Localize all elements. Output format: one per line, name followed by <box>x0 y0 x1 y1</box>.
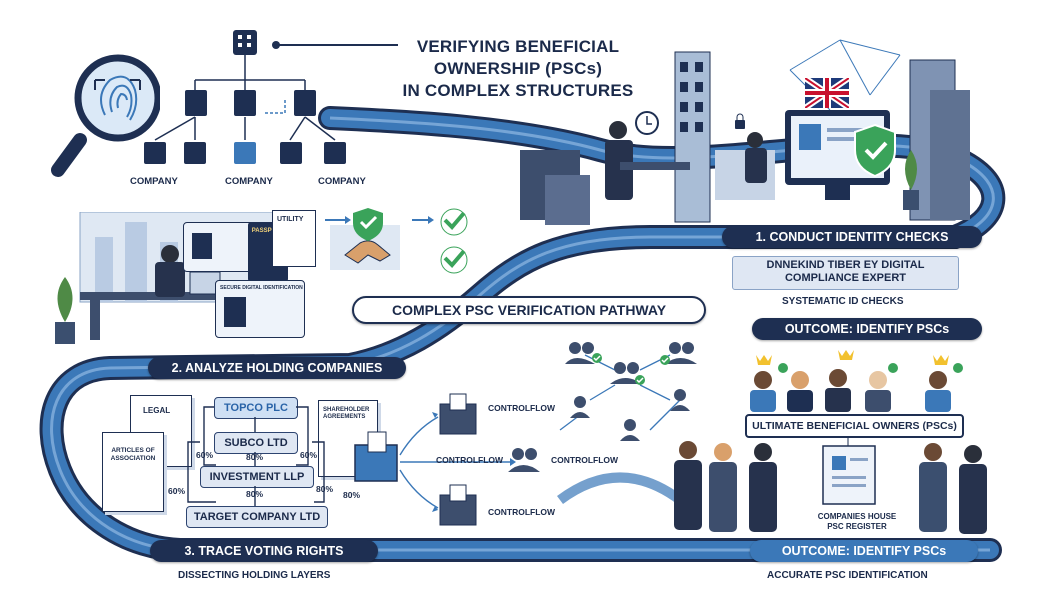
pathway-banner-label: COMPLEX PSC VERIFICATION PATHWAY <box>391 302 667 318</box>
ballot-flow-graphic <box>354 393 516 526</box>
title-connector-line <box>272 41 398 49</box>
step-1-subcaption: SYSTEMATIC ID CHECKS <box>782 296 904 307</box>
outcome-bottom-label: OUTCOME: IDENTIFY PSCs <box>781 544 947 558</box>
topco-box: TOPCO PLC <box>214 397 298 419</box>
expert-caption-box: DNNEKIND TIBER EY DIGITAL COMPLIANCE EXP… <box>732 256 959 290</box>
ubo-label-box: ULTIMATE BENEFICIAL OWNERS (PSCs) <box>745 414 964 438</box>
ubo-group-graphic <box>750 350 963 412</box>
step-1-pill: 1. CONDUCT IDENTITY CHECKS <box>722 226 982 248</box>
company-label-3: COMPANY <box>318 176 366 187</box>
controlflow-label-4: CONTROLFLOW <box>488 507 556 517</box>
infographic-title: VERIFYING BENEFICIAL OWNERSHIP (PSCs) IN… <box>398 36 638 102</box>
step-1-label: 1. CONDUCT IDENTITY CHECKS <box>755 230 949 244</box>
step-3-pill: 3. TRACE VOTING RIGHTS <box>150 540 378 562</box>
company-label-2: COMPANY <box>225 176 273 187</box>
shield-check-icon <box>854 123 896 178</box>
ballot-box-icon <box>354 431 398 482</box>
psc-register-line-2: PSC REGISTER <box>827 522 887 531</box>
target-label: TARGET COMPANY LTD <box>193 511 321 523</box>
step-2-label: 2. ANALYZE HOLDING COMPANIES <box>171 361 383 375</box>
building-icon <box>233 30 257 55</box>
outcome-bottom-pill: OUTCOME: IDENTIFY PSCs <box>750 540 978 562</box>
outcome-top-label: OUTCOME: IDENTIFY PSCs <box>784 322 950 336</box>
utility-bill-document: UTILITY <box>272 210 316 267</box>
magnifier-fingerprint-icon <box>51 54 160 177</box>
controlflow-label-1: CONTROLFLOW <box>488 403 556 413</box>
topco-label: TOPCO PLC <box>224 402 288 414</box>
psc-register-line-1: COMPANIES HOUSE <box>817 512 897 521</box>
step-2-pill: 2. ANALYZE HOLDING COMPANIES <box>148 357 406 379</box>
digital-id-label: SECURE DIGITAL IDENTIFICATION <box>220 285 303 291</box>
subco-box: SUBCO LTD <box>214 432 298 454</box>
articles-label: ARTICLES OF ASSOCIATION <box>110 447 156 462</box>
investment-label: INVESTMENT LLP <box>209 471 305 483</box>
expert-caption-line-2: COMPLIANCE EXPERT <box>784 272 906 284</box>
crown-icon <box>756 350 949 365</box>
subco-label: SUBCO LTD <box>224 437 288 449</box>
outcome-bottom-subcaption: ACCURATE PSC IDENTIFICATION <box>767 570 928 581</box>
handshake-icon <box>344 240 391 264</box>
title-line-1: VERIFYING BENEFICIAL <box>416 37 620 56</box>
pct-label-5: 80% <box>246 489 264 499</box>
company-label-1: COMPANY <box>130 176 178 187</box>
controlflow-label-3: CONTROLFLOW <box>551 455 619 465</box>
investment-box: INVESTMENT LLP <box>200 466 314 488</box>
ownership-arrows <box>187 406 325 506</box>
shareholder-label: SHAREHOLDER AGREEMENTS <box>323 407 370 420</box>
document-icon <box>822 445 876 505</box>
pct-label-4: 60% <box>168 486 186 496</box>
control-network-graphic <box>559 342 697 441</box>
digital-id-card: SECURE DIGITAL IDENTIFICATION <box>215 280 305 338</box>
target-box: TARGET COMPANY LTD <box>186 506 328 528</box>
person-group-icon <box>565 342 697 441</box>
handshake-group <box>325 208 468 274</box>
shield-check-icon <box>353 208 383 241</box>
psc-register-caption: COMPANIES HOUSE PSC REGISTER <box>792 512 922 532</box>
plant-icon <box>903 150 919 210</box>
control-people-icon <box>503 446 548 481</box>
outcome-top-pill: OUTCOME: IDENTIFY PSCs <box>752 318 982 340</box>
org-chart-graphic <box>144 30 346 164</box>
pct-label-6: 80% <box>316 484 334 494</box>
plant-icon <box>55 277 75 344</box>
uk-flag-icon <box>805 78 849 108</box>
lock-icon <box>735 113 745 129</box>
utility-label: UTILITY <box>277 216 304 223</box>
pct-label-7: 80% <box>343 490 361 500</box>
title-line-3: IN COMPLEX STRUCTURES <box>402 81 634 100</box>
step-3-subcaption: DISSECTING HOLDING LAYERS <box>178 570 331 581</box>
pct-label-2: 80% <box>246 452 264 462</box>
passport-label: PASSPORT <box>251 228 285 234</box>
step-3-label: 3. TRACE VOTING RIGHTS <box>184 544 344 558</box>
celebrating-group-scene <box>674 438 987 534</box>
articles-document: ARTICLES OF ASSOCIATION <box>102 432 164 512</box>
title-line-2: OWNERSHIP (PSCs) <box>433 59 603 78</box>
expert-caption-line-1: DNNEKIND TIBER EY DIGITAL <box>766 259 925 271</box>
compliance-office-scene <box>605 110 919 210</box>
pathway-banner: COMPLEX PSC VERIFICATION PATHWAY <box>352 296 706 324</box>
pct-label-3: 60% <box>300 450 318 460</box>
legal-label: LEGAL <box>143 406 171 415</box>
pct-label-1: 60% <box>196 450 214 460</box>
clock-icon <box>635 111 659 135</box>
ubo-label: ULTIMATE BENEFICIAL OWNERS (PSCs) <box>752 420 957 432</box>
controlflow-label-2: CONTROLFLOW <box>436 455 504 465</box>
person-group-icon <box>508 448 540 472</box>
